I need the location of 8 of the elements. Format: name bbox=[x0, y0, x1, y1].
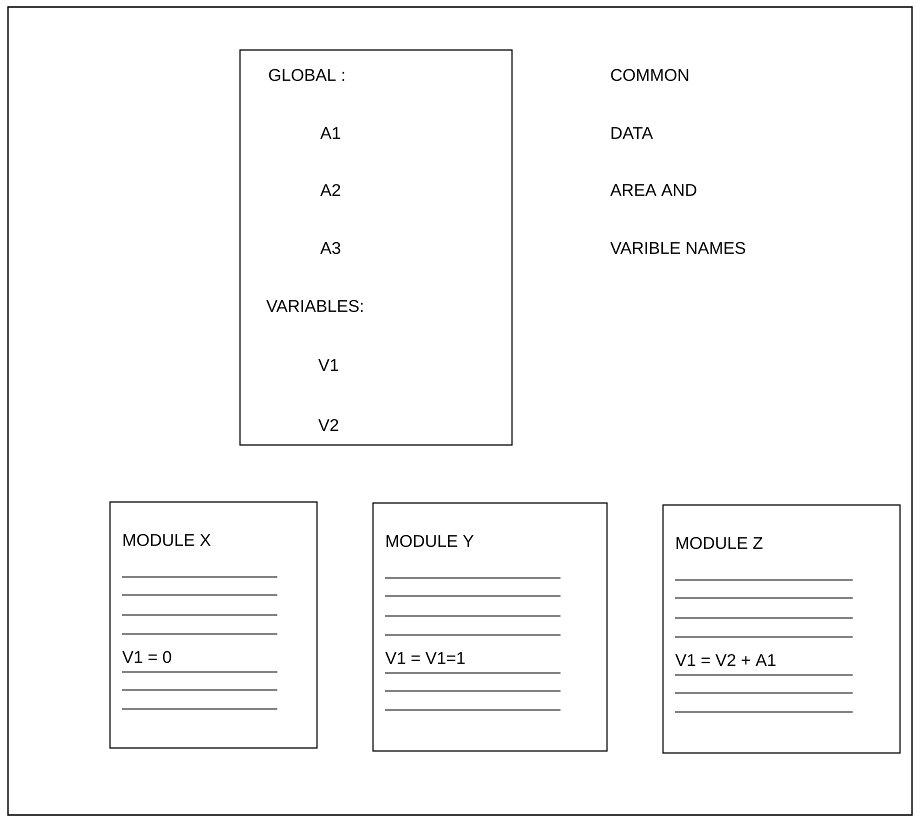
note-text: COMMON bbox=[611, 68, 688, 82]
module-box: MODULE Y V1 = V1=1 bbox=[372, 502, 608, 752]
note-text: VARIBLE NAMES bbox=[610, 242, 746, 254]
note-text: DATA bbox=[612, 127, 653, 139]
module-box: MODULE Z V1 = V2 + A1 bbox=[662, 504, 901, 754]
module-box: MODULE X V1 = 0 bbox=[109, 501, 318, 749]
global-box: GLOBAL : A1 A2 A3 VARIABLES: V1 V2 bbox=[239, 49, 513, 446]
note-text: AREA AND bbox=[610, 184, 696, 196]
